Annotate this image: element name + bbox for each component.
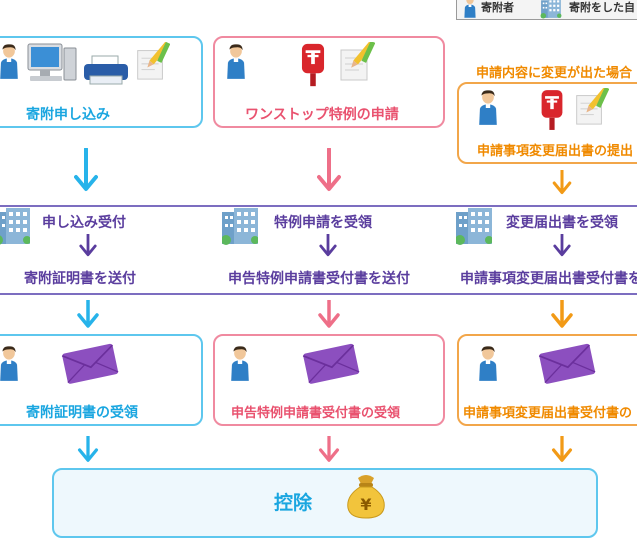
envelope-icon: [537, 342, 597, 384]
person-icon: [0, 42, 20, 82]
deduction-label: 控除: [274, 492, 313, 514]
legend-donor-label: 寄附者: [481, 1, 514, 14]
col3-receive-application: 変更届出書を受領: [506, 215, 618, 231]
person-icon: [225, 42, 247, 82]
pencil-paper-icon: [571, 88, 609, 126]
arrow-down-icon: [76, 300, 100, 330]
col2-apply-card: ワンストップ特例の申請: [213, 36, 445, 128]
col1-receipt-card: 寄附証明書の受領: [0, 334, 203, 426]
yen-symbol: ¥: [360, 495, 371, 514]
person-icon: [477, 88, 499, 128]
arrow-down-icon: [78, 234, 98, 258]
money-bag-icon: ¥: [347, 475, 385, 519]
col1-receive-certificate: 寄附証明書の受領: [26, 405, 138, 421]
person-icon: [229, 344, 251, 384]
envelope-icon: [60, 342, 120, 384]
legend-municipality-label: 寄附をした自: [569, 1, 635, 14]
col3-receive-certificate: 申請事項変更届出書受付書の: [463, 406, 633, 421]
deduction-box: 控除 ¥: [52, 468, 598, 538]
col1-receive-application: 申し込み受付: [42, 215, 126, 231]
municipality-band: [0, 205, 637, 295]
arrow-down-icon: [550, 436, 574, 464]
col2-apply-label: ワンストップ特例の申請: [245, 107, 399, 123]
col3-apply-card: 申請事項変更届出書の提出: [457, 82, 637, 164]
arrow-down-icon: [317, 300, 341, 330]
arrow-down-icon: [550, 300, 574, 330]
col3-receipt-card: 申請事項変更届出書受付書の: [457, 334, 637, 426]
arrow-down-icon: [550, 170, 574, 196]
col2-send-certificate: 申告特例申請書受付書を送付: [228, 271, 410, 287]
printer-icon: [84, 55, 128, 85]
col2-receive-application: 特例申請を受領: [274, 215, 372, 231]
person-icon: [463, 0, 477, 19]
building-icon: [539, 0, 563, 19]
computer-icon: [27, 43, 77, 81]
building-icon: [456, 206, 492, 246]
building-icon: [0, 206, 30, 246]
legend: 寄附者 寄附をした自: [456, 0, 637, 20]
pencil-paper-icon: [335, 42, 375, 82]
col1-send-certificate: 寄附証明書を送付: [24, 271, 136, 287]
col1-apply-label: 寄附申し込み: [26, 107, 110, 123]
arrow-down-icon: [317, 436, 341, 464]
pencil-paper-icon: [132, 42, 170, 82]
arrow-down-icon: [74, 148, 98, 194]
postbox-icon: [299, 42, 327, 88]
person-icon: [0, 344, 20, 384]
person-icon: [477, 344, 499, 384]
col3-apply-label: 申請事項変更届出書の提出: [477, 144, 634, 159]
envelope-icon: [301, 342, 361, 384]
col1-apply-card: 寄附申し込み: [0, 36, 203, 128]
postbox-icon: [539, 88, 565, 132]
col3-send-certificate: 申請事項変更届出書受付書を: [460, 271, 637, 287]
col2-receipt-card: 申告特例申請書受付書の受領: [213, 334, 445, 426]
arrow-down-icon: [76, 436, 100, 464]
building-icon: [222, 206, 258, 246]
col3-change-note: 申請内容に変更が出た場合: [476, 66, 633, 81]
arrow-down-icon: [552, 234, 572, 258]
col2-receive-certificate: 申告特例申請書受付書の受領: [231, 406, 401, 421]
arrow-down-icon: [318, 234, 338, 258]
arrow-down-icon: [317, 148, 341, 194]
